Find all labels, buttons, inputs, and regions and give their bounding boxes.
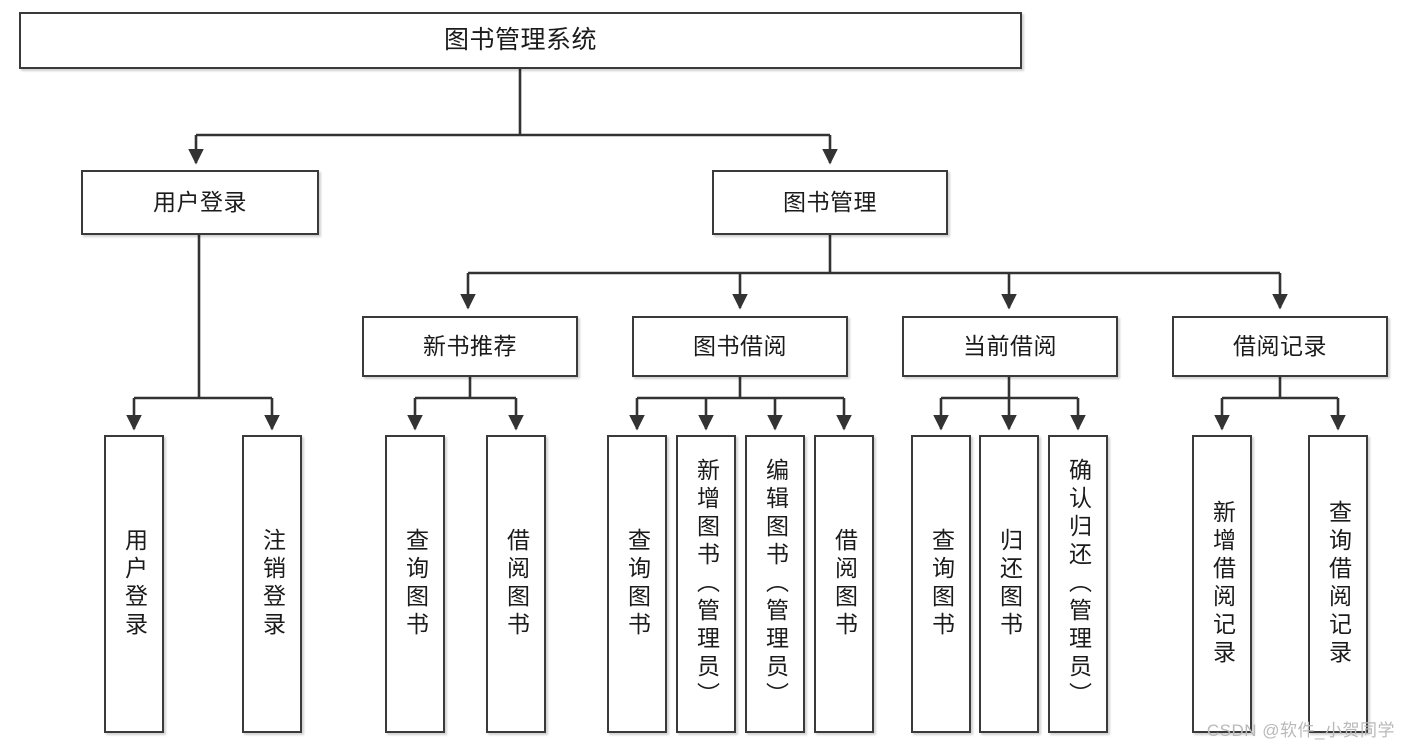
node-label: 借阅记录 <box>1233 332 1327 359</box>
node-leaf-query-book-2[interactable]: 查询图书 <box>607 435 667 733</box>
node-label: 用户登录 <box>153 188 247 215</box>
node-borrow-record[interactable]: 借阅记录 <box>1172 316 1388 377</box>
node-leaf-borrow-book-2[interactable]: 借阅图书 <box>814 435 874 733</box>
node-label: 编辑图书（管理员） <box>762 458 789 710</box>
node-book-manage[interactable]: 图书管理 <box>712 170 948 235</box>
node-book-management-system[interactable]: 图书管理系统 <box>19 12 1022 69</box>
node-leaf-add-book[interactable]: 新增图书（管理员） <box>676 435 736 733</box>
node-leaf-borrow-book-1[interactable]: 借阅图书 <box>486 435 546 733</box>
node-leaf-query-book-3[interactable]: 查询图书 <box>911 435 971 733</box>
node-leaf-user-login[interactable]: 用户登录 <box>104 435 164 733</box>
node-label: 当前借阅 <box>963 332 1057 359</box>
node-label: 查询图书 <box>928 528 955 640</box>
node-leaf-confirm-return[interactable]: 确认归还（管理员） <box>1048 435 1108 733</box>
node-label: 新书推荐 <box>423 332 517 359</box>
node-leaf-return-book[interactable]: 归还图书 <box>979 435 1039 733</box>
node-label: 借阅图书 <box>503 528 530 640</box>
node-leaf-query-record[interactable]: 查询借阅记录 <box>1308 435 1368 733</box>
node-label: 查询借阅记录 <box>1325 500 1352 668</box>
node-label: 图书管理系统 <box>443 25 597 54</box>
csdn-watermark: CSDN @软件_小贺同学 <box>1206 721 1395 740</box>
node-label: 新增借阅记录 <box>1209 500 1236 668</box>
node-new-book-recommend[interactable]: 新书推荐 <box>362 316 578 377</box>
node-label: 查询图书 <box>624 528 651 640</box>
node-label: 用户登录 <box>121 528 148 640</box>
node-label: 注销登录 <box>259 528 286 640</box>
node-leaf-logout-login[interactable]: 注销登录 <box>242 435 302 733</box>
node-label: 图书借阅 <box>693 332 787 359</box>
node-current-borrow[interactable]: 当前借阅 <box>902 316 1118 377</box>
node-label: 归还图书 <box>996 528 1023 640</box>
node-book-borrow[interactable]: 图书借阅 <box>632 316 848 377</box>
node-leaf-add-record[interactable]: 新增借阅记录 <box>1192 435 1252 733</box>
node-label: 查询图书 <box>402 528 429 640</box>
node-leaf-query-book-1[interactable]: 查询图书 <box>385 435 445 733</box>
node-leaf-edit-book[interactable]: 编辑图书（管理员） <box>745 435 805 733</box>
node-user-login[interactable]: 用户登录 <box>81 170 319 235</box>
node-label: 确认归还（管理员） <box>1065 458 1092 710</box>
node-label: 新增图书（管理员） <box>693 458 720 710</box>
node-label: 借阅图书 <box>831 528 858 640</box>
node-label: 图书管理 <box>783 188 877 215</box>
